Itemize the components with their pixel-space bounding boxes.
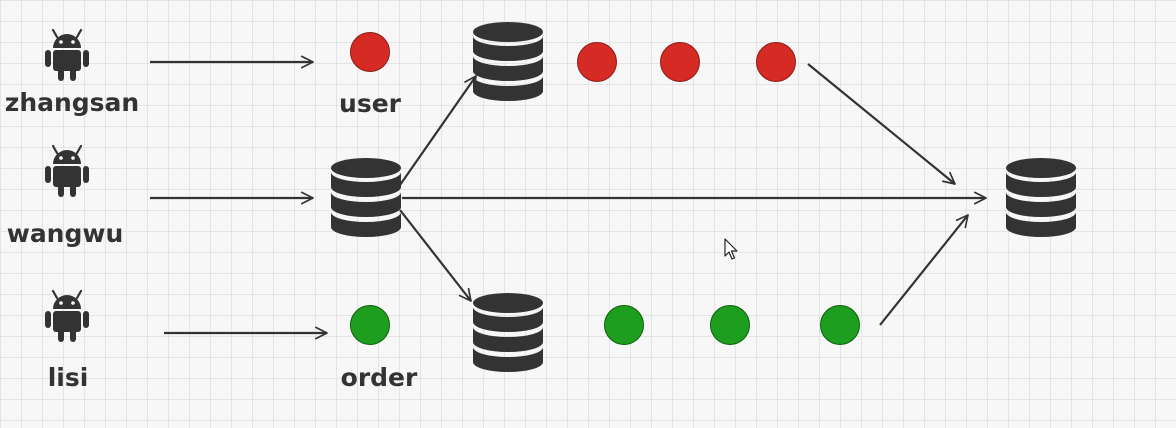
database-icon	[1006, 158, 1076, 237]
user-message-dot	[756, 42, 796, 82]
database-icon	[473, 293, 543, 372]
order-message-dot	[820, 305, 860, 345]
database-icon	[331, 158, 401, 237]
client-label-wangwu: wangwu	[6, 219, 124, 248]
arrow-db-to-user-db	[399, 75, 477, 186]
queue-label-user: user	[339, 89, 401, 118]
android-icon	[45, 289, 89, 342]
user-message-dot	[660, 42, 700, 82]
order-message-dot	[604, 305, 644, 345]
client-label-lisi: lisi	[47, 363, 89, 392]
mouse-pointer-icon	[724, 238, 738, 260]
arrow-order-queue-to-sink	[879, 214, 969, 326]
client-label-zhangsan: zhangsan	[4, 88, 140, 117]
order-message-dot	[710, 305, 750, 345]
queue-label-order: order	[340, 363, 418, 392]
user-queue-marker	[350, 32, 390, 72]
arrow-db-to-order-db	[399, 209, 472, 302]
arrow-user-queue-to-sink	[807, 63, 956, 185]
android-icon	[45, 144, 89, 197]
database-icon	[473, 22, 543, 101]
order-queue-marker	[350, 305, 390, 345]
android-icon	[45, 28, 89, 81]
user-message-dot	[577, 42, 617, 82]
